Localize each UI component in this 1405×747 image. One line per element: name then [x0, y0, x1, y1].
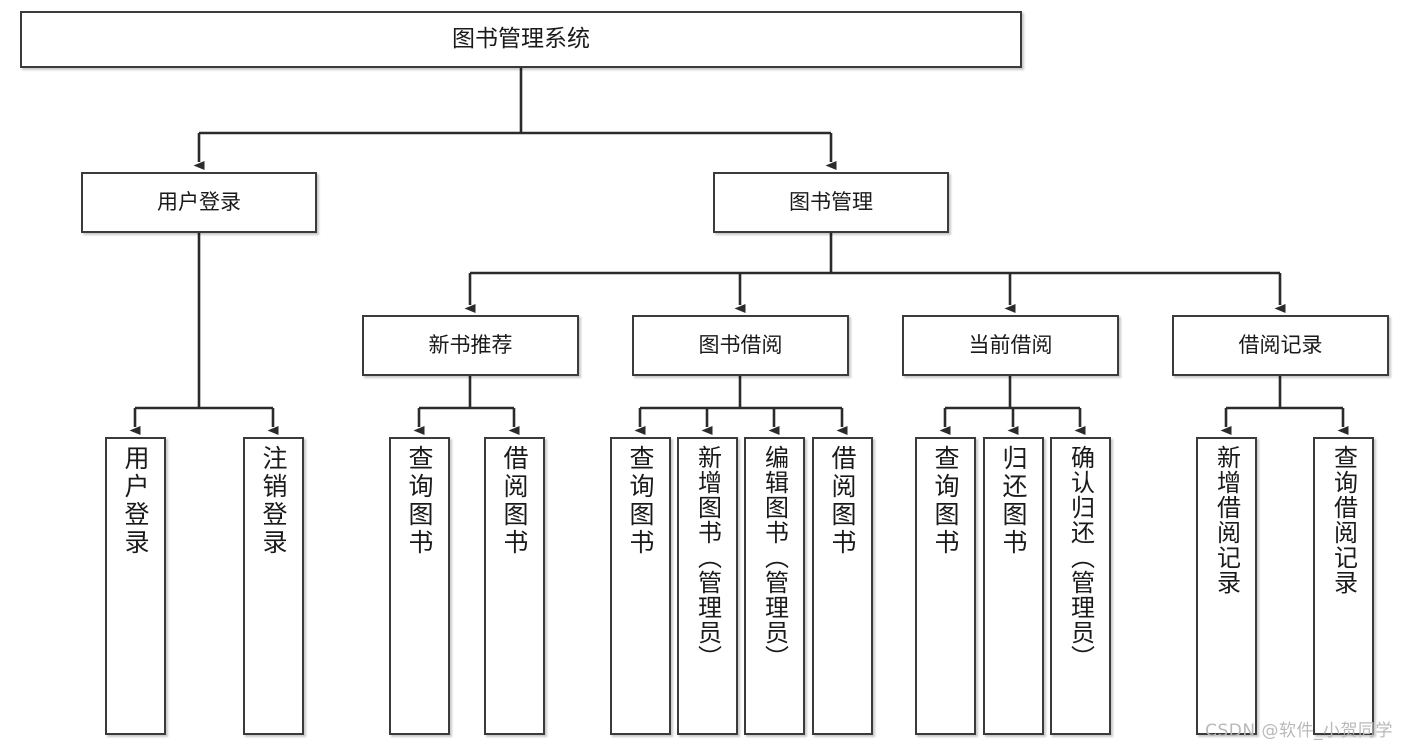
node-book-borrow[interactable]: 图书借阅: [632, 315, 849, 376]
node-label: 编辑图书（管理员）: [760, 445, 789, 670]
node-leaf-query-book-current[interactable]: 查询图书: [915, 437, 976, 735]
node-label: 用户登录: [157, 190, 241, 215]
node-leaf-add-borrow-record[interactable]: 新增借阅记录: [1196, 437, 1257, 735]
node-label: 用户登录: [121, 445, 150, 557]
node-label: 查询图书: [405, 445, 434, 557]
node-current-borrow[interactable]: 当前借阅: [902, 315, 1119, 376]
node-label: 归还图书: [999, 445, 1028, 557]
node-label: 查询图书: [931, 445, 960, 557]
node-leaf-query-book-borrow[interactable]: 查询图书: [610, 437, 671, 735]
node-leaf-query-borrow-record[interactable]: 查询借阅记录: [1313, 437, 1374, 735]
node-leaf-return-book[interactable]: 归还图书: [983, 437, 1044, 735]
node-label: 查询图书: [626, 445, 655, 557]
node-leaf-query-book-recommend[interactable]: 查询图书: [389, 437, 450, 735]
node-leaf-add-book-admin[interactable]: 新增图书（管理员）: [677, 437, 738, 735]
node-label: 新增图书（管理员）: [693, 445, 722, 670]
node-label: 借阅图书: [500, 445, 529, 557]
node-label: 图书管理: [789, 190, 873, 215]
node-borrow-record[interactable]: 借阅记录: [1172, 315, 1389, 376]
node-leaf-borrow-book-recommend[interactable]: 借阅图书: [484, 437, 545, 735]
node-user-login[interactable]: 用户登录: [81, 172, 317, 233]
node-leaf-confirm-return-admin[interactable]: 确认归还（管理员）: [1050, 437, 1111, 735]
node-leaf-user-login[interactable]: 用户登录: [105, 437, 166, 735]
node-root-book-management-system[interactable]: 图书管理系统: [20, 11, 1022, 68]
node-leaf-borrow-book[interactable]: 借阅图书: [812, 437, 873, 735]
node-label: 新增借阅记录: [1212, 445, 1241, 595]
node-label: 图书借阅: [698, 333, 783, 358]
node-label: 当前借阅: [968, 333, 1053, 358]
node-label: 图书管理系统: [452, 25, 590, 52]
node-label: 查询借阅记录: [1329, 445, 1358, 595]
csdn-watermark: CSDN @软件_小贺同学: [1205, 721, 1393, 741]
node-leaf-edit-book-admin[interactable]: 编辑图书（管理员）: [744, 437, 805, 735]
node-book-manage[interactable]: 图书管理: [713, 172, 949, 233]
node-new-book-recommend[interactable]: 新书推荐: [362, 315, 579, 376]
node-label: 确认归还（管理员）: [1066, 445, 1095, 670]
node-label: 注销登录: [259, 445, 288, 557]
node-label: 新书推荐: [428, 333, 513, 358]
node-label: 借阅记录: [1238, 333, 1323, 358]
node-label: 借阅图书: [828, 445, 857, 557]
node-leaf-logout[interactable]: 注销登录: [243, 437, 304, 735]
